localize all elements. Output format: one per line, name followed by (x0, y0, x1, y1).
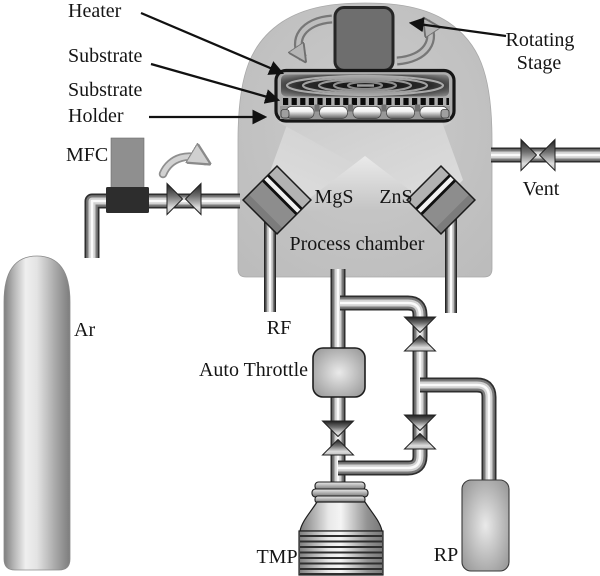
label-process-chamber: Process chamber (290, 233, 425, 255)
label-rotating-stage-2: Stage (517, 52, 562, 74)
mfc-sensor-box (110, 137, 145, 189)
bypass-bottom-valve (403, 414, 437, 450)
rotating-stage-motor (333, 6, 395, 72)
label-rf: RF (267, 317, 291, 339)
main-line-valve (321, 420, 355, 456)
label-mgs-target: MgS (315, 186, 354, 208)
ar-gas-cylinder (3, 255, 71, 571)
auto-throttle-box (312, 347, 366, 398)
label-substrate-holder-1: Substrate (68, 79, 143, 101)
label-auto-throttle: Auto Throttle (199, 359, 308, 381)
rotating-stage-arrow (408, 17, 507, 38)
label-mfc: MFC (66, 144, 108, 166)
mfc-unit (106, 137, 149, 213)
label-zns-target: ZnS (379, 186, 412, 208)
label-heater: Heater (68, 0, 122, 22)
heater-arrow (140, 11, 285, 75)
tmp-pump (298, 481, 384, 576)
rotation-arrow-left-icon (298, 14, 333, 58)
flow-direction-arrow-icon (158, 157, 205, 179)
roughing-pump-pipe (420, 385, 489, 481)
zns-gun (405, 164, 477, 236)
label-tmp: TMP (256, 546, 297, 568)
vent-valve (520, 138, 556, 172)
label-vent: Vent (523, 178, 560, 200)
rp-pump (461, 479, 510, 572)
heater-coil (281, 74, 449, 97)
mgs-gun (241, 164, 313, 236)
rotation-arrow-right-icon (396, 22, 431, 66)
bypass-top-valve (403, 316, 437, 352)
plume-center-glow (293, 156, 437, 211)
heater-assembly (274, 68, 456, 123)
mfc-base-block (106, 187, 149, 213)
label-rotating-stage-1: Rotating (506, 29, 575, 51)
substrate-holder-bar (280, 104, 450, 119)
mfc-valve (166, 182, 202, 216)
label-rp: RP (434, 544, 458, 566)
label-substrate-holder-2: Holder (68, 105, 124, 127)
label-substrate: Substrate (68, 45, 143, 67)
substrate-arrow (150, 62, 281, 104)
label-argon: Ar (74, 319, 95, 341)
